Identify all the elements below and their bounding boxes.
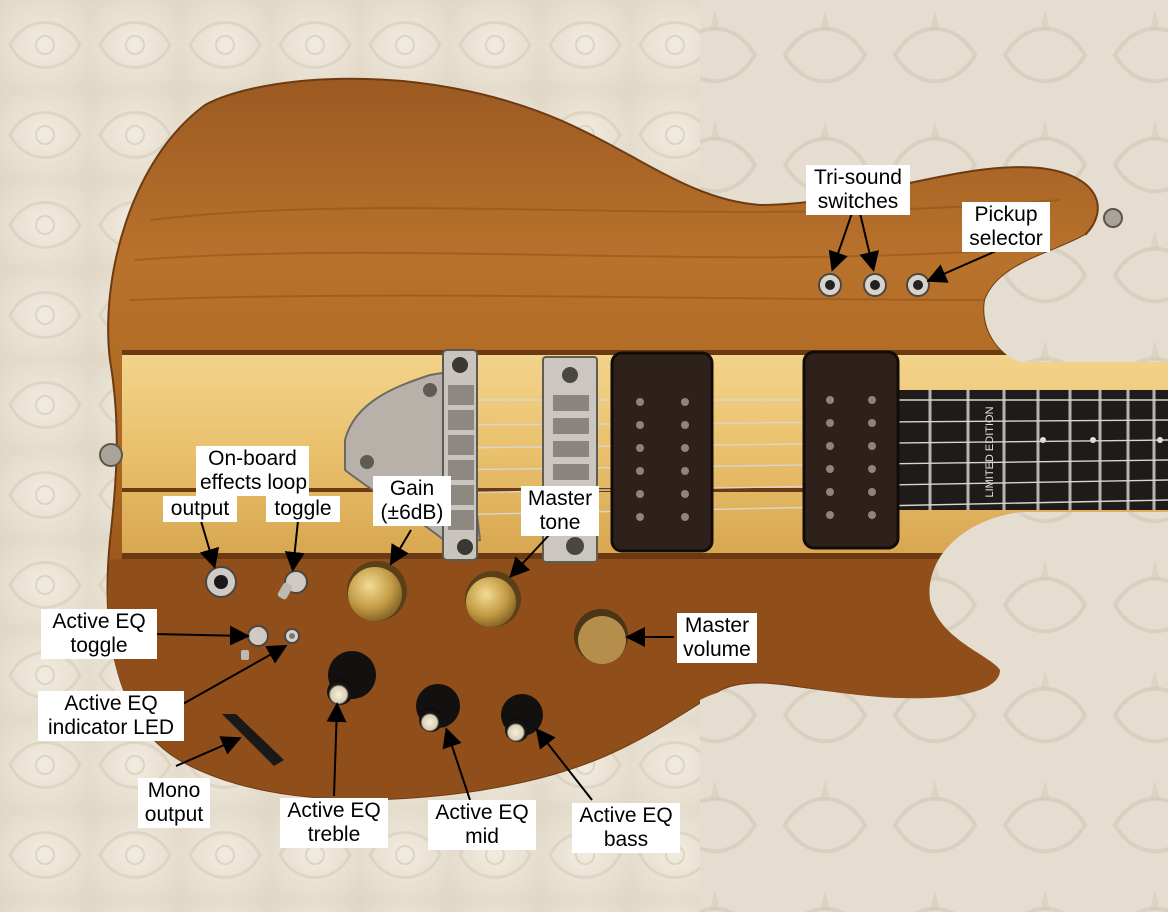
master-tone-knob — [465, 571, 521, 627]
master-volume-knob — [574, 609, 628, 664]
master-volume-label: Master volume — [677, 613, 757, 663]
cloth-cutaway-upper — [984, 235, 1168, 362]
eq-bass-knob — [501, 694, 543, 742]
tri-sound-label-line1: Tri-sound — [814, 166, 902, 189]
master-tone-label-line1: Master — [527, 487, 593, 510]
effects-output-jack — [205, 566, 237, 598]
eq-treble-label: Active EQ treble — [280, 798, 388, 848]
fretboard-inlay-text: LIMITED EDITION — [984, 406, 996, 497]
eq-bass-label: Active EQ bass — [572, 803, 680, 853]
eq-bass-label-line2: bass — [603, 828, 649, 851]
mono-output-label-line2: output — [144, 803, 204, 826]
neck-pickup — [802, 350, 900, 550]
bridge-pickup — [610, 351, 714, 553]
effects-output-label: output — [163, 496, 237, 522]
eq-mid-label: Active EQ mid — [428, 800, 536, 850]
pickup-selector-label: Pickup selector — [962, 202, 1050, 252]
strap-button-right — [1103, 208, 1123, 228]
gain-label: Gain (±6dB) — [373, 476, 451, 526]
master-tone-label: Master tone — [521, 486, 599, 536]
pickup-selector-label-line2: selector — [969, 227, 1043, 250]
pickup-selector-switch — [906, 273, 930, 297]
active-eq-led-label-line1: Active EQ — [64, 692, 158, 715]
loop-toggle-label-text: toggle — [274, 497, 332, 520]
active-eq-toggle-label-line1: Active EQ — [52, 610, 146, 633]
eq-mid-label-line1: Active EQ — [435, 801, 529, 824]
annotation-arrows — [153, 212, 997, 801]
tri-sound-switch-1 — [818, 273, 842, 297]
onboard-effects-label-line2: effects loop — [200, 471, 308, 494]
loop-toggle-label: toggle — [266, 496, 340, 522]
mono-output-jack — [222, 714, 284, 766]
active-eq-toggle-label-line2: toggle — [70, 634, 128, 657]
tri-sound-switch-2 — [863, 273, 887, 297]
tri-sound-label: Tri-sound switches — [806, 165, 910, 215]
gain-label-line1: Gain — [389, 477, 435, 500]
gain-label-line2: (±6dB) — [380, 501, 444, 524]
onboard-effects-label: On-board effects loop — [196, 446, 309, 496]
effects-output-label-text: output — [170, 497, 230, 520]
master-volume-label-line1: Master — [684, 614, 750, 637]
mono-output-label-line1: Mono — [147, 779, 201, 802]
stripe-line-bottom — [122, 553, 1168, 559]
eq-mid-knob — [416, 684, 460, 732]
gain-knob — [347, 561, 407, 621]
strap-button-left — [99, 443, 123, 467]
active-eq-led-label: Active EQ indicator LED — [38, 691, 184, 741]
active-eq-led-label-line2: indicator LED — [47, 716, 175, 739]
eq-mid-label-line2: mid — [465, 825, 499, 848]
master-tone-label-line2: tone — [539, 511, 581, 534]
fretboard — [898, 390, 1168, 510]
master-volume-label-line2: volume — [683, 638, 751, 661]
eq-treble-knob — [327, 651, 376, 705]
cloth-cutaway-lower — [700, 512, 1168, 912]
eq-treble-label-line2: treble — [307, 823, 361, 846]
onboard-effects-label-line1: On-board — [208, 447, 297, 470]
eq-bass-label-line1: Active EQ — [579, 804, 673, 827]
eq-treble-label-line1: Active EQ — [287, 799, 381, 822]
active-eq-toggle-label: Active EQ toggle — [41, 609, 157, 659]
active-eq-led — [284, 628, 300, 644]
mono-output-label: Mono output — [138, 778, 210, 828]
tri-sound-label-line2: switches — [817, 190, 899, 213]
pickup-selector-label-line1: Pickup — [974, 203, 1038, 226]
